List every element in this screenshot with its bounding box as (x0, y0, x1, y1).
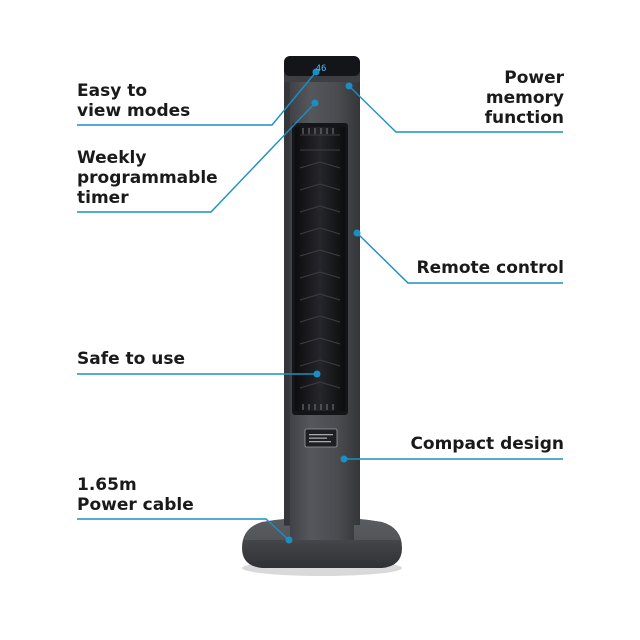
callout-line-easy-view (77, 71, 317, 126)
control-panel (284, 56, 360, 82)
brand-logo (304, 428, 338, 448)
fan-grill (292, 123, 348, 415)
label-safe: Safe to use (77, 349, 186, 369)
callout-line-weekly-timer (77, 102, 316, 213)
label-easy-view: Easy to view modes (77, 81, 191, 121)
label-weekly-timer: Weekly programmable timer (77, 148, 218, 208)
callout-line-power-memory (348, 85, 563, 133)
label-cable: 1.65m Power cable (77, 475, 194, 515)
display-readout: 46 (316, 64, 327, 74)
label-power-memory: Power memory function (484, 68, 564, 128)
label-compact: Compact design (410, 434, 564, 454)
callout-dots (285, 68, 361, 544)
label-remote: Remote control (416, 258, 564, 278)
callout-line-remote (356, 232, 563, 284)
callout-lines (77, 71, 563, 541)
callout-line-cable (77, 518, 290, 541)
